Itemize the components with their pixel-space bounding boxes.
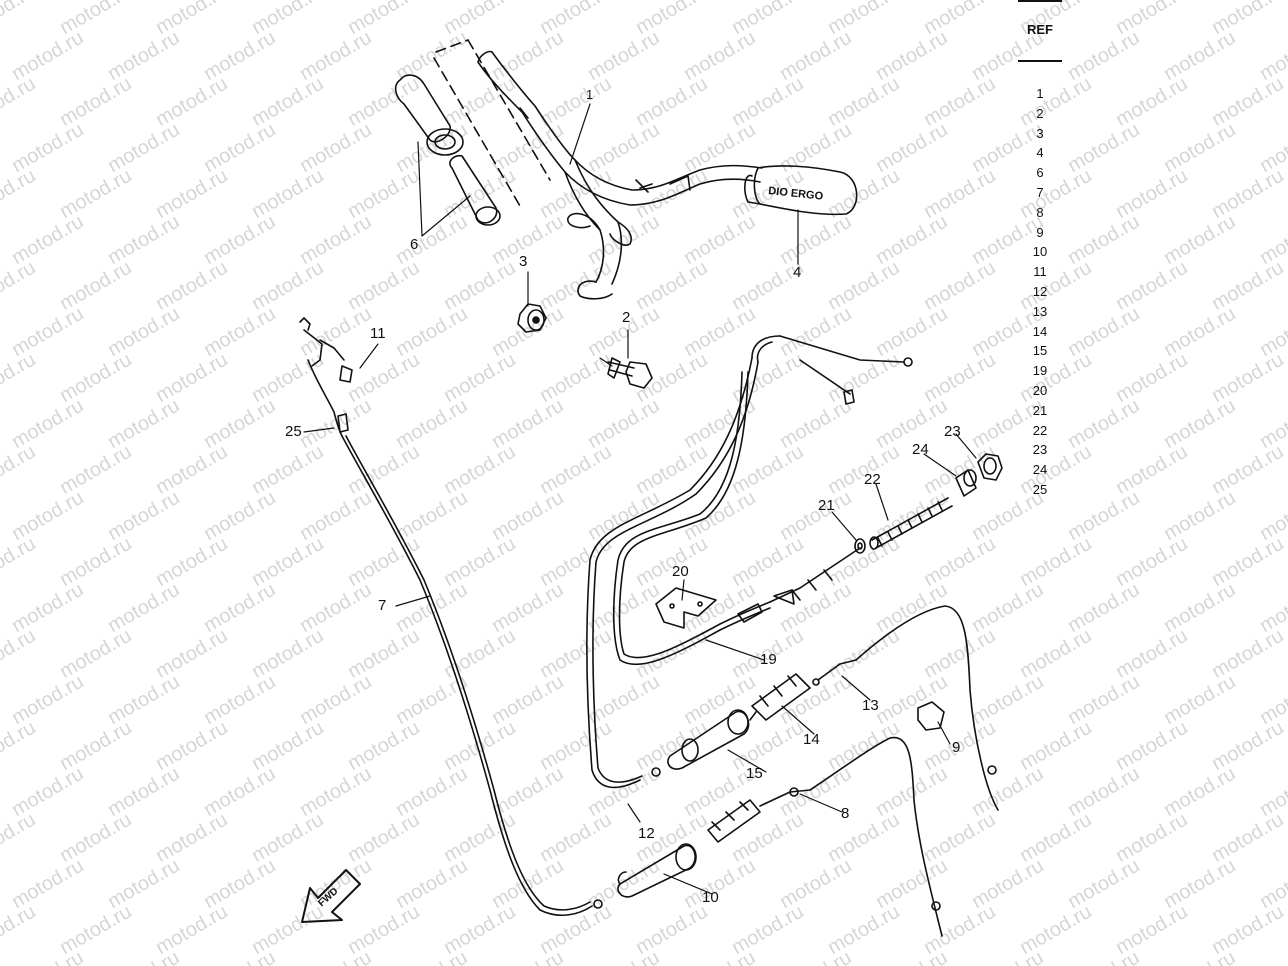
- spring-part-22: [869, 497, 953, 550]
- callout-25: 25: [285, 423, 302, 440]
- callout-4: 4: [793, 264, 802, 281]
- ref-item: 6: [1036, 165, 1044, 181]
- screw-part-11: [299, 317, 353, 383]
- callout-13: 13: [862, 697, 879, 714]
- callout-10: 10: [702, 889, 719, 906]
- callout-8: 8: [841, 805, 850, 822]
- inner-cable-assembly: [769, 547, 861, 605]
- callout-9: 9: [952, 739, 961, 756]
- callout-11: 11: [370, 325, 386, 342]
- ref-header-rule: [1018, 60, 1062, 62]
- ref-header: REF: [1027, 22, 1053, 37]
- ref-item: 25: [1032, 481, 1048, 497]
- ref-item: 11: [1033, 264, 1047, 280]
- ref-item: 20: [1032, 382, 1048, 398]
- tube-part-15: [667, 709, 750, 770]
- ref-item: 2: [1036, 105, 1044, 121]
- holder-part-14: [749, 673, 811, 721]
- ref-item: 8: [1036, 204, 1044, 220]
- callout-23: 23: [944, 423, 961, 440]
- clip-part-9: [917, 701, 945, 731]
- ref-item: 19: [1032, 363, 1048, 379]
- callout-20: 20: [672, 563, 689, 580]
- ref-item: 12: [1032, 283, 1048, 299]
- sleeve-part-24: [955, 469, 977, 497]
- cable-part-8: [707, 736, 943, 937]
- callout-3: 3: [519, 253, 528, 270]
- callout-21: 21: [818, 497, 835, 514]
- washer-part-21: [854, 538, 866, 554]
- callout-7: 7: [378, 597, 387, 614]
- fwd-arrow: [301, 869, 361, 923]
- nut-part-23: [977, 453, 1003, 481]
- ref-item: 3: [1036, 125, 1044, 141]
- callout-12: 12: [638, 825, 655, 842]
- bolt-part-2: [607, 357, 653, 389]
- callout-2: 2: [622, 309, 631, 326]
- ref-item: 4: [1036, 145, 1044, 161]
- ref-item: 9: [1036, 224, 1044, 240]
- nut-part-3: [517, 303, 547, 333]
- ref-item: 10: [1032, 244, 1048, 260]
- throttle-tube-part-10: [617, 843, 697, 898]
- callout-1: 1: [586, 87, 594, 102]
- callout-19: 19: [760, 651, 777, 668]
- callout-6: 6: [410, 236, 419, 253]
- handlebar-part-1: [477, 50, 763, 300]
- ref-item: 7: [1036, 184, 1044, 200]
- cable-part-19: [612, 371, 771, 666]
- left-grip-set-part-6: [394, 39, 551, 226]
- ref-item: 22: [1032, 422, 1048, 438]
- ref-item: 15: [1032, 343, 1048, 359]
- ref-item: 23: [1032, 442, 1048, 458]
- cable-part-13: [812, 605, 999, 811]
- ref-item: 21: [1032, 402, 1048, 418]
- right-grip-part-4: DIO ERGO: [743, 165, 858, 216]
- ref-item: 14: [1032, 323, 1048, 339]
- ref-item: 13: [1032, 303, 1048, 319]
- cable-part-7: [307, 359, 603, 917]
- cable-part-12: [586, 335, 913, 789]
- bracket-part-20: [655, 587, 717, 629]
- ref-item: 1: [1036, 86, 1044, 101]
- callout-15: 15: [746, 765, 763, 782]
- grip-lettering: DIO ERGO: [768, 185, 824, 203]
- leader-lines: [303, 103, 977, 895]
- callout-22: 22: [864, 471, 881, 488]
- ref-item: 24: [1032, 462, 1048, 478]
- ref-top-rule: [1018, 0, 1062, 2]
- callout-14: 14: [803, 731, 820, 748]
- callout-24: 24: [912, 441, 929, 458]
